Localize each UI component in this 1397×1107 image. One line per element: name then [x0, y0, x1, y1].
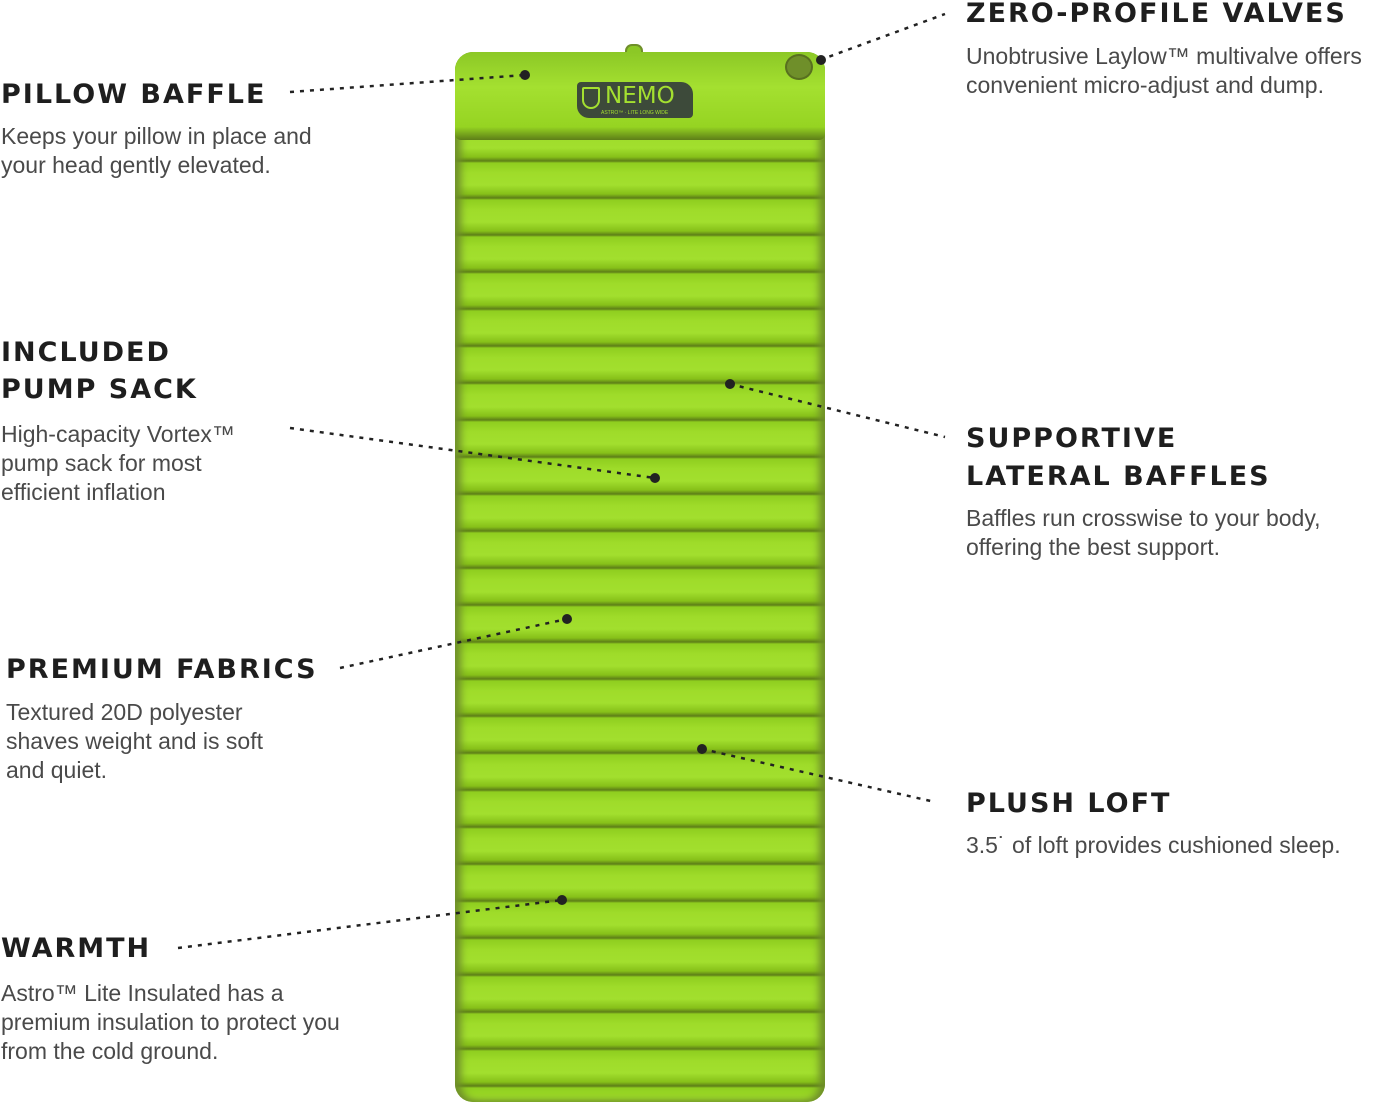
callout-dot: [725, 379, 735, 389]
leader-line-pillow: [289, 73, 526, 94]
callout-dot: [816, 55, 826, 65]
feature-description: Unobtrusive Laylow™ multivalve offers co…: [966, 43, 1362, 98]
feature-description: Baffles run crosswise to your body, offe…: [966, 505, 1321, 560]
feature-title: WARMTH: [1, 933, 152, 964]
feature-title: PREMIUM FABRICS: [6, 654, 318, 685]
feature-description: 3.5˙ of loft provides cushioned sleep.: [966, 832, 1341, 858]
feature-title: SUPPORTIVE: [966, 423, 1178, 454]
nemo-shield-icon: [582, 87, 600, 109]
feature-title: INCLUDED: [1, 337, 171, 368]
sleeping-pad-image: NEMO ASTRO™ · LITE LONG WIDE: [455, 44, 825, 1102]
feature-title: PUMP SACK: [1, 374, 198, 405]
leader-line-loft: [701, 747, 936, 804]
leader-line-pump: [289, 426, 656, 480]
feature-description: Keeps your pillow in place and your head…: [1, 123, 312, 178]
brand-logo: NEMO ASTRO™ · LITE LONG WIDE: [577, 82, 693, 118]
callout-dot: [697, 744, 707, 754]
feature-title: PILLOW BAFFLE: [1, 79, 267, 110]
callout-dot: [520, 70, 530, 80]
leader-line-baffles: [729, 382, 946, 439]
callout-dot: [650, 473, 660, 483]
logo-text: NEMO: [605, 83, 675, 109]
callout-dot: [562, 614, 572, 624]
logo-subtext: ASTRO™ · LITE LONG WIDE: [601, 110, 669, 116]
leader-line-valves: [819, 12, 946, 62]
callout-dot: [557, 895, 567, 905]
feature-title: PLUSH LOFT: [966, 788, 1172, 819]
feature-description: Textured 20D polyester shaves weight and…: [6, 699, 263, 783]
leader-line-fabrics: [339, 617, 568, 670]
valve-icon: [785, 54, 813, 80]
feature-title: LATERAL BAFFLES: [966, 461, 1271, 492]
feature-title: ZERO-PROFILE VALVES: [966, 0, 1347, 29]
leader-line-warmth: [177, 898, 563, 950]
feature-description: Astro™ Lite Insulated has a premium insu…: [1, 980, 340, 1064]
feature-description: High-capacity Vortex™ pump sack for most…: [1, 421, 235, 505]
